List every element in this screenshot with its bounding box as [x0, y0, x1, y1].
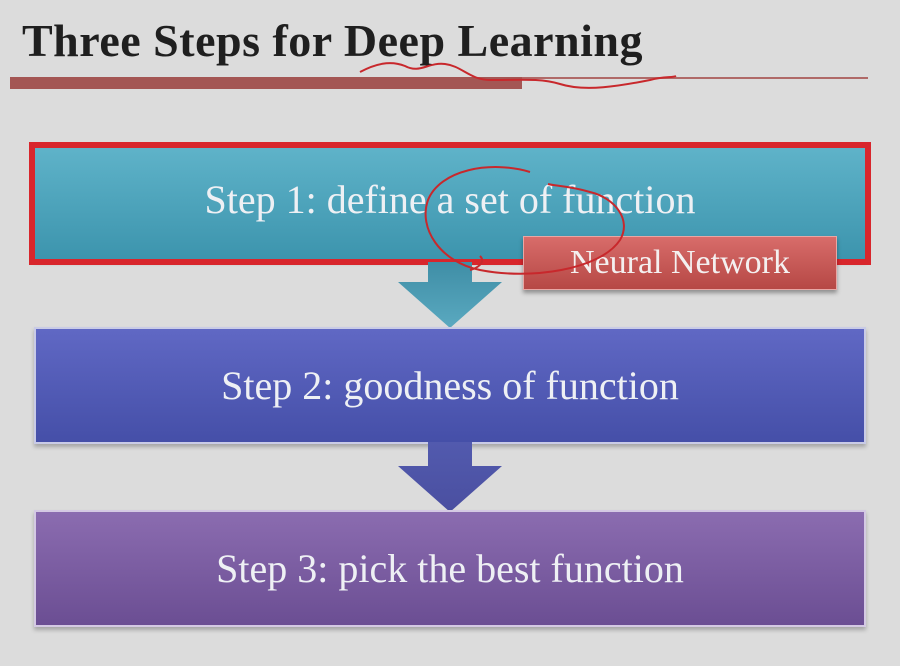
- neural-network-callout: Neural Network: [523, 236, 837, 290]
- step-2-label: Step 2: goodness of function: [221, 363, 679, 408]
- step-1-label: Step 1: define a set of function: [204, 177, 696, 222]
- down-arrow-icon: [398, 262, 502, 328]
- down-arrow-icon: [398, 442, 502, 512]
- callout-label: Neural Network: [570, 244, 790, 281]
- step-3-box: Step 3: pick the best function: [34, 510, 866, 627]
- title-underline-bar: [10, 77, 522, 89]
- step-3-label: Step 3: pick the best function: [216, 546, 684, 591]
- slide-title: Three Steps for Deep Learning: [22, 15, 643, 66]
- title-underline-line: [522, 77, 868, 79]
- step-2-box: Step 2: goodness of function: [34, 327, 866, 444]
